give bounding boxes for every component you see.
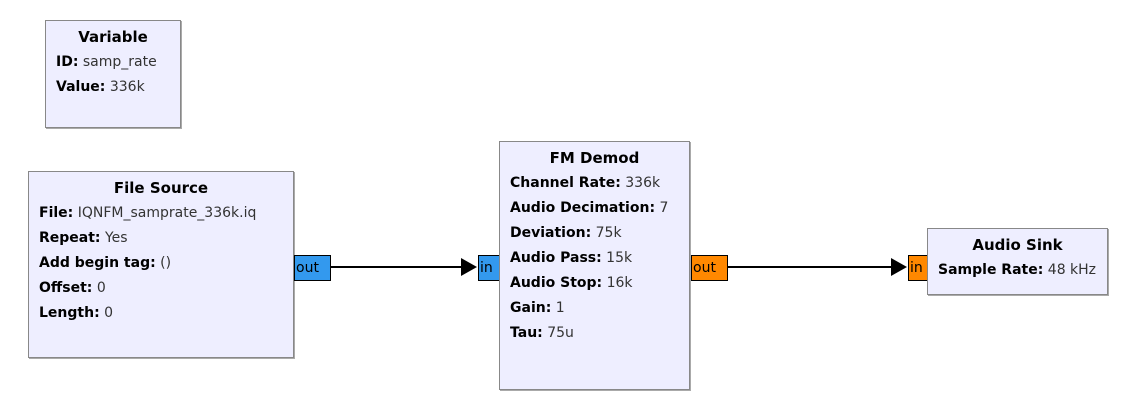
param-value: 48 kHz [1047, 262, 1097, 278]
block-file-source-param-length: Length: 0 [39, 301, 283, 326]
param-value: samp_rate [82, 54, 157, 70]
param-key: Sample Rate: [938, 262, 1044, 278]
param-value: 15k [606, 250, 633, 266]
param-value: 336k [625, 175, 661, 191]
block-file-source-param-repeat: Repeat: Yes [39, 226, 283, 251]
param-value: 16k [606, 275, 633, 291]
param-key: Value: [56, 79, 106, 95]
block-variable-param-id: ID: samp_rate [56, 50, 170, 75]
param-key: Deviation: [510, 225, 592, 241]
port-audio-sink-in[interactable]: in [908, 255, 929, 281]
arrowhead-fm-demod-in [461, 258, 477, 276]
port-file-source-out[interactable]: out [294, 255, 331, 281]
param-key: Repeat: [39, 230, 101, 246]
param-value: () [160, 255, 172, 271]
block-fm-demod-param-tau: Tau: 75u [510, 321, 679, 346]
block-file-source-title: File Source [113, 179, 209, 197]
block-file-source-param-offset: Offset: 0 [39, 276, 283, 301]
param-value: Yes [104, 230, 128, 246]
block-variable-param-value: Value: 336k [56, 75, 170, 100]
param-value: 336k [109, 79, 145, 95]
block-file-source-param-file: File: IQNFM_samprate_336k.iq [39, 201, 283, 226]
block-fm-demod-param-audio-pass: Audio Pass: 15k [510, 246, 679, 271]
block-file-source[interactable]: File Source File: IQNFM_samprate_336k.iq… [28, 171, 294, 358]
block-fm-demod[interactable]: FM Demod Channel Rate: 336k Audio Decima… [499, 141, 690, 390]
block-audio-sink-param-sample-rate: Sample Rate: 48 kHz [938, 258, 1097, 283]
param-key: Length: [39, 305, 100, 321]
param-value: 0 [96, 280, 106, 296]
param-value: 1 [555, 300, 565, 316]
param-key: ID: [56, 54, 79, 70]
param-key: Audio Stop: [510, 275, 603, 291]
param-value: 75k [595, 225, 622, 241]
block-fm-demod-param-audio-decimation: Audio Decimation: 7 [510, 196, 679, 221]
block-file-source-param-add-begin-tag: Add begin tag: () [39, 251, 283, 276]
block-audio-sink-title: Audio Sink [972, 236, 1063, 254]
port-fm-demod-in[interactable]: in [478, 255, 500, 281]
param-value: 0 [104, 305, 114, 321]
param-value: 7 [659, 200, 669, 216]
connection-file-source-to-fm-demod[interactable] [331, 266, 461, 268]
param-key: Audio Pass: [510, 250, 602, 266]
param-value: IQNFM_samprate_336k.iq [77, 205, 257, 221]
param-key: Add begin tag: [39, 255, 156, 271]
block-fm-demod-param-deviation: Deviation: 75k [510, 221, 679, 246]
block-variable-title: Variable [78, 28, 148, 46]
param-key: Gain: [510, 300, 552, 316]
block-fm-demod-param-channel-rate: Channel Rate: 336k [510, 171, 679, 196]
param-key: Audio Decimation: [510, 200, 656, 216]
block-fm-demod-param-gain: Gain: 1 [510, 296, 679, 321]
block-fm-demod-param-audio-stop: Audio Stop: 16k [510, 271, 679, 296]
port-fm-demod-out[interactable]: out [691, 255, 728, 281]
param-key: Offset: [39, 280, 93, 296]
param-key: Channel Rate: [510, 175, 621, 191]
block-fm-demod-title: FM Demod [549, 149, 640, 167]
param-value: 75u [547, 325, 574, 341]
block-audio-sink[interactable]: Audio Sink Sample Rate: 48 kHz [927, 228, 1108, 295]
connection-fm-demod-to-audio-sink[interactable] [728, 266, 891, 268]
block-variable[interactable]: Variable ID: samp_rate Value: 336k [45, 20, 181, 128]
arrowhead-audio-sink-in [891, 258, 907, 276]
param-key: File: [39, 205, 74, 221]
param-key: Tau: [510, 325, 543, 341]
